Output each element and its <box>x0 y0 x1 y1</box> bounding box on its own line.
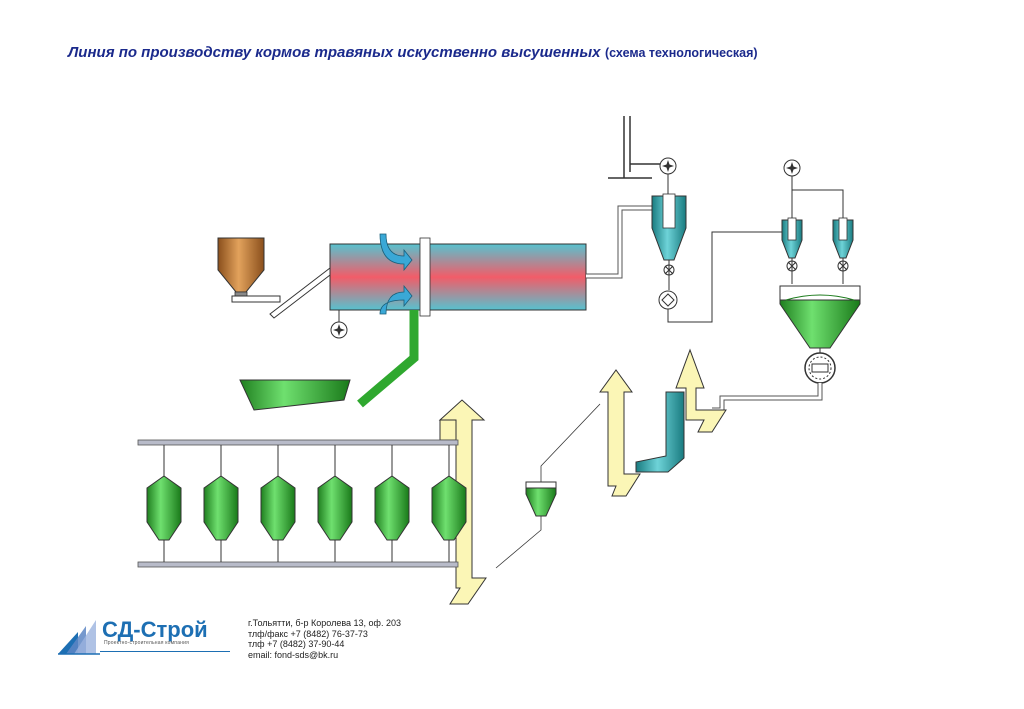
silo <box>203 445 239 562</box>
silo <box>146 445 182 562</box>
cyclone-left <box>781 217 803 284</box>
company-logo-icon <box>58 620 100 655</box>
main-cyclone <box>651 193 687 290</box>
storage-hopper <box>779 285 861 349</box>
elevator-zigzag <box>599 348 727 497</box>
company-name: СД-Строй <box>102 617 208 642</box>
page-title: Линия по производству кормов травяных ис… <box>68 44 968 62</box>
crusher-icon <box>658 290 678 310</box>
green-feed-line <box>357 310 419 408</box>
feed-conveyor <box>231 267 335 319</box>
title-sub: (схема технологическая) <box>604 46 758 60</box>
cooler-chute <box>635 391 685 473</box>
title-main: Линия по производству кормов травяных ис… <box>68 44 601 61</box>
contact-block: г.Тольятти, б-р Королева 13, оф. 203 тлф… <box>248 618 401 660</box>
fuel-tray <box>239 379 351 411</box>
burner-fan-icon <box>330 310 348 339</box>
company-tagline: Проектно-строительная компания <box>104 640 190 646</box>
silo-group <box>146 445 467 562</box>
pneumatic-line <box>667 231 782 323</box>
contact-address: г.Тольятти, б-р Королева 13, оф. 203 <box>248 618 401 628</box>
exhaust-fan-icon <box>659 157 677 194</box>
drying-drum <box>329 233 587 317</box>
dosing-hopper <box>495 403 601 569</box>
cyclone-right <box>832 217 854 284</box>
cyclone-fan-icon <box>783 159 844 220</box>
raw-hopper <box>217 237 265 297</box>
silo <box>374 445 410 562</box>
contact-phone-fax: тлф/факс +7 (8482) 76-37-73 <box>248 628 368 639</box>
drum-duct <box>586 205 660 279</box>
contact-phone: тлф +7 (8482) 37-90-44 <box>248 639 345 649</box>
bottom-conveyor <box>137 561 459 568</box>
exhaust-stack <box>608 116 660 179</box>
logo-divider <box>100 651 230 652</box>
silo <box>431 445 467 562</box>
silo <box>260 445 296 562</box>
top-conveyor <box>137 439 459 446</box>
silo <box>317 445 353 562</box>
granulator-icon <box>804 348 836 384</box>
contact-email: email: fond-sds@bk.ru <box>248 649 339 660</box>
